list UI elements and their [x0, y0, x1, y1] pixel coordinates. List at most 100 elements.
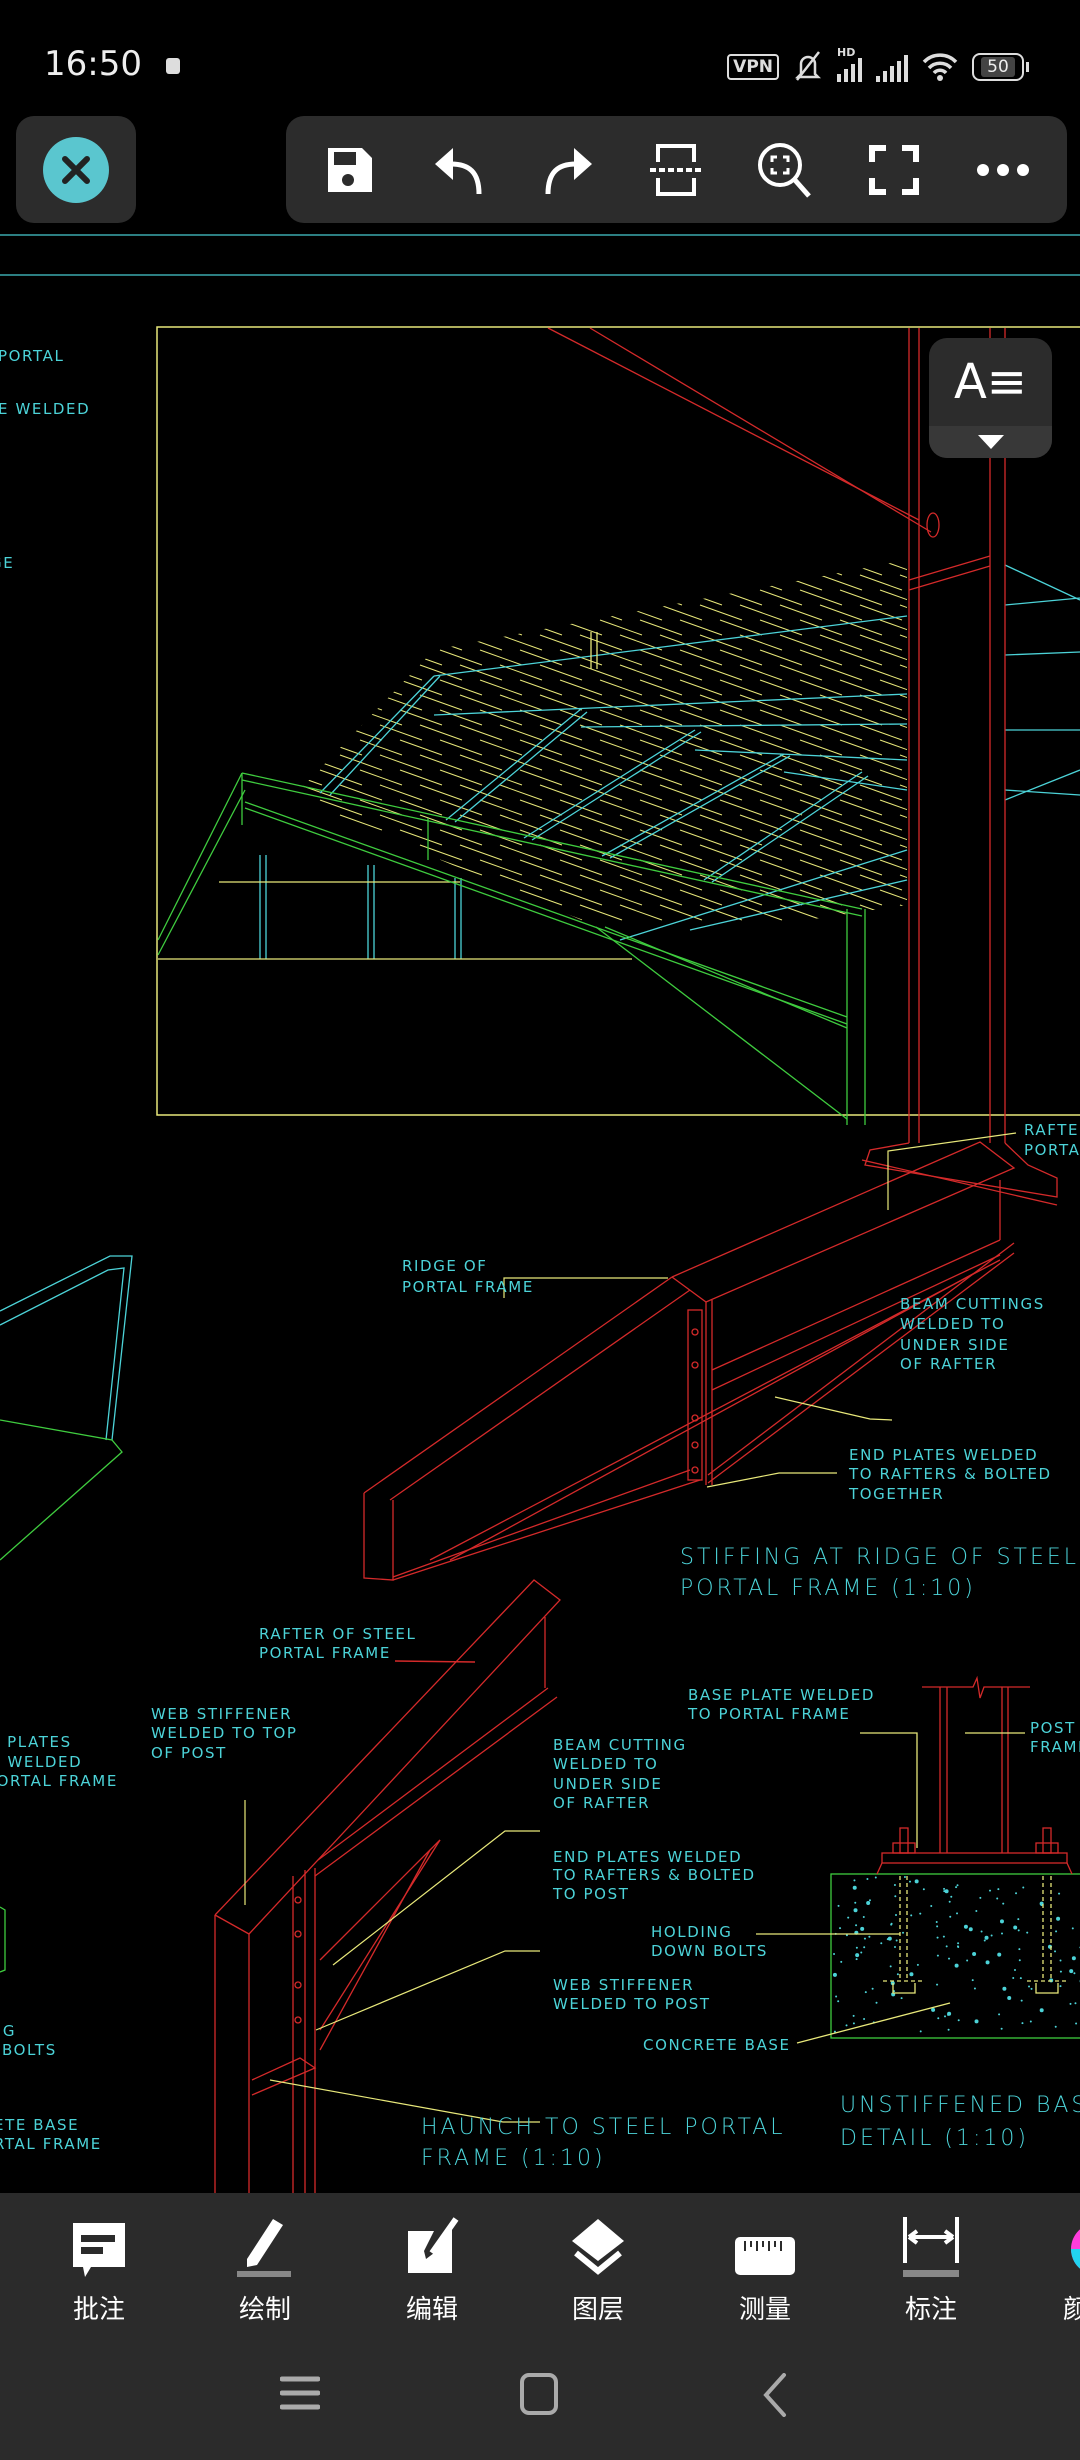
concrete-speckle — [944, 1889, 949, 1894]
roof-hatch-line — [559, 859, 603, 876]
dropdown-arrow-icon[interactable] — [929, 426, 1052, 458]
zoom-extents-button[interactable] — [753, 138, 817, 202]
tool-layers[interactable]: 图层 — [538, 2211, 658, 2326]
roof-hatch-line — [359, 649, 403, 666]
roof-hatch-line — [699, 724, 743, 741]
nav-back-button[interactable] — [760, 2373, 790, 2421]
concrete-speckle — [985, 1960, 990, 1965]
text-style-button[interactable]: A≡ — [929, 338, 1052, 458]
tool-annotation[interactable]: 批注 — [39, 2211, 159, 2326]
pencil-icon — [237, 2219, 291, 2277]
concrete-speckle — [860, 1951, 863, 1954]
concrete-speckle — [1013, 1925, 1018, 1930]
concrete-speckle — [1020, 1999, 1023, 2002]
roof-hatch-line — [290, 859, 323, 876]
roof-hatch-line — [859, 904, 903, 921]
roof-hatch-line — [739, 844, 783, 861]
concrete-speckle — [1059, 1959, 1062, 1962]
roof-hatch-line — [779, 604, 823, 621]
roof-hatch-line — [399, 560, 443, 576]
roof-hatch-line — [779, 724, 823, 741]
ridge-label: RIDGE OF — [402, 1257, 488, 1275]
roof-hatch-line — [459, 904, 503, 921]
roof-hatch-line — [819, 784, 863, 801]
concrete-speckle — [1018, 1948, 1021, 1951]
roof-hatch-line — [319, 560, 363, 576]
concrete-speckle — [1071, 1956, 1076, 1961]
close-icon — [43, 136, 109, 203]
redo-button[interactable] — [536, 138, 600, 202]
end-plates-label: TO RAFTERS & BOLTED — [848, 1465, 1052, 1483]
fullscreen-button[interactable] — [862, 138, 926, 202]
tool-edit[interactable]: 编辑 — [372, 2211, 492, 2326]
ridge-detail-drawing — [363, 1141, 1016, 1581]
concrete-speckle — [866, 1878, 869, 1881]
text-style-icon: A≡ — [953, 354, 1028, 410]
more-button[interactable] — [971, 138, 1035, 202]
roof-hatch-line — [639, 679, 683, 696]
roof-hatch-line — [699, 904, 743, 921]
roof-hatch-line — [539, 574, 583, 591]
concrete-speckle — [1002, 1902, 1005, 1905]
concrete-speckle — [890, 1923, 893, 1926]
roof-hatch-line — [619, 574, 663, 591]
concrete-speckle — [963, 1924, 968, 1929]
roof-hatch-line — [739, 664, 783, 681]
roof-hatch-line — [579, 634, 623, 651]
concrete-speckle — [1029, 2020, 1032, 2023]
roof-hatch-line — [839, 799, 883, 816]
concrete-speckle — [855, 1958, 858, 1961]
roof-hatch-line — [519, 829, 563, 846]
roof-hatch-line — [579, 844, 623, 861]
concrete-speckle — [1012, 1976, 1015, 1979]
haunch-detail-title: HAUNCH TO STEEL PORTAL — [421, 2115, 786, 2140]
roof-hatch-line — [699, 844, 743, 861]
roof-hatch-line — [819, 874, 863, 891]
tool-measure[interactable]: 测量 — [705, 2211, 825, 2326]
roof-hatch-line — [559, 799, 603, 816]
roof-hatch-line — [399, 739, 443, 756]
roof-hatch-line — [319, 739, 363, 756]
save-button[interactable] — [318, 138, 382, 202]
nav-menu-button[interactable] — [279, 2373, 321, 2417]
roof-hatch-line — [839, 619, 883, 636]
roof-hatch-line — [439, 679, 483, 696]
concrete-speckle — [957, 1942, 960, 1945]
roof-hatch-line — [799, 589, 843, 606]
roof-hatch-line — [439, 859, 483, 876]
cad-labels: PORTAL E WELDED GE T PLATES E WELDED POR… — [0, 347, 1080, 2171]
concrete-speckle — [1059, 1970, 1062, 1973]
concrete-speckle — [895, 1939, 898, 1942]
undo-button[interactable] — [427, 138, 491, 202]
concrete-speckle — [903, 1876, 906, 1879]
roof-hatch-line — [579, 574, 623, 591]
roof-hatch-line — [519, 560, 563, 576]
roof-hatch-line — [359, 829, 403, 846]
concrete-speckle — [1017, 1918, 1020, 1921]
ridge-rafter-label: RAFTER — [1024, 1121, 1080, 1139]
concrete-speckle — [922, 1888, 925, 1891]
roof-hatch-line — [379, 664, 423, 681]
concrete-speckle — [930, 1905, 933, 1908]
close-button[interactable] — [16, 116, 136, 223]
roof-hatch-line — [739, 904, 783, 921]
nav-home-button[interactable] — [519, 2373, 561, 2419]
roof-hatch-line — [439, 709, 483, 726]
web-stiffener-top-label: OF POST — [151, 1744, 227, 1762]
tool-color[interactable]: 颜 — [1037, 2211, 1080, 2326]
roof-hatch-line — [839, 709, 883, 726]
roof-hatch-line — [439, 739, 483, 756]
section-button[interactable] — [644, 138, 708, 202]
roof-hatch-line — [739, 784, 783, 801]
concrete-speckle — [998, 2013, 1001, 2016]
roof-hatch-line — [819, 814, 863, 831]
tool-dimension[interactable]: 标注 — [871, 2211, 991, 2326]
concrete-speckle — [895, 1913, 898, 1916]
concrete-speckle — [966, 1959, 969, 1962]
concrete-speckle — [936, 1983, 939, 1986]
roof-hatch-line — [339, 694, 383, 711]
tool-draw[interactable]: 绘制 — [205, 2211, 325, 2326]
roof-hatch-line — [879, 739, 907, 756]
roof-hatch-line — [799, 679, 843, 696]
